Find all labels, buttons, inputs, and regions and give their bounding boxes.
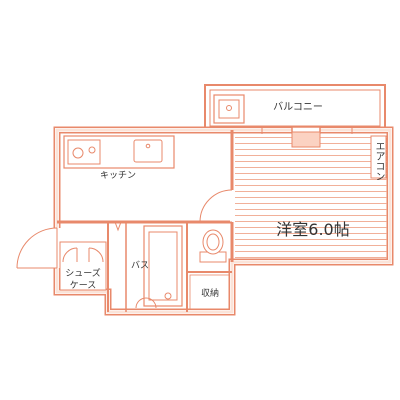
aircon-label: エアコン — [373, 141, 385, 181]
entrance-door — [16, 227, 61, 269]
balcony-label: バルコニー — [273, 101, 323, 113]
stove-burner-icon — [72, 147, 84, 159]
bathtub-icon — [143, 225, 183, 307]
shoe-case-label-line1: シューズ — [65, 267, 101, 279]
outer-walls — [53, 126, 394, 316]
western-room-label: 洋室6.0帖 — [276, 220, 349, 239]
bath-drain-icon — [164, 292, 172, 300]
bath-unit: バス — [125, 222, 183, 312]
door-kitchen-room — [199, 189, 234, 223]
shoe-case-label-line2: ケース — [70, 280, 97, 291]
shoe-case: シューズ ケース — [59, 241, 107, 291]
bath-door — [114, 221, 122, 232]
toilet-area — [186, 222, 227, 312]
bath-label: バス — [131, 260, 149, 271]
balcony-area: バルコニー — [204, 84, 386, 131]
storage-closet: 収納 — [187, 271, 232, 310]
toilet-icon — [202, 229, 224, 255]
western-room-floor — [235, 133, 387, 259]
storage-label: 収納 — [201, 287, 219, 299]
kitchen-label: キッチン — [100, 170, 136, 181]
window — [261, 126, 353, 148]
kitchen-sink-icon — [133, 139, 163, 163]
stove-burner-icon — [88, 146, 96, 154]
kitchen-counter — [63, 135, 175, 169]
aircon-unit: エアコン — [370, 135, 387, 181]
